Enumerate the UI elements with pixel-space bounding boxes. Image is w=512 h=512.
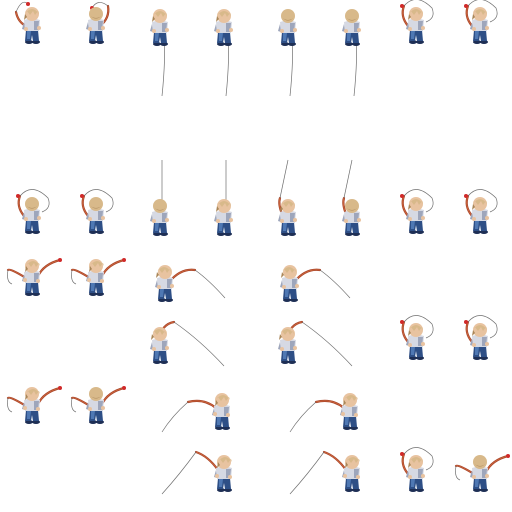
sprite-frame	[14, 1, 41, 44]
sprite-frame	[86, 2, 110, 44]
sprite-frame	[278, 159, 297, 236]
sprite-frame	[161, 450, 232, 495]
sprite-frame	[150, 160, 169, 236]
sprite-frame	[16, 189, 50, 234]
sprite-frame	[150, 320, 225, 367]
sprite-frame	[6, 258, 62, 296]
sprite-frame	[342, 159, 361, 236]
sprite-frame	[464, 315, 498, 360]
sprite-frame	[161, 393, 230, 433]
sprite-frame	[214, 9, 233, 97]
sprite-frame	[400, 0, 434, 44]
sprite-frame	[6, 386, 62, 424]
sprite-frame	[155, 265, 226, 302]
sprite-frame	[400, 315, 434, 360]
sprite-frame	[278, 9, 297, 97]
sprite-frame	[150, 9, 169, 97]
sprite-frame	[464, 189, 498, 234]
sprite-frame	[70, 386, 126, 424]
sprite-frame	[400, 189, 434, 234]
sprite-frame	[464, 0, 498, 44]
sprite-frame	[280, 265, 351, 302]
sprite-frame	[289, 393, 358, 433]
sprite-frame	[342, 9, 361, 97]
sprite-frame	[214, 160, 233, 236]
sprite-frame	[80, 189, 114, 234]
sprite-frame	[70, 258, 126, 296]
sprite-frame	[289, 450, 360, 495]
sprite-frame	[400, 447, 434, 492]
sprite-frame	[454, 454, 510, 492]
sprite-frame	[278, 320, 353, 367]
